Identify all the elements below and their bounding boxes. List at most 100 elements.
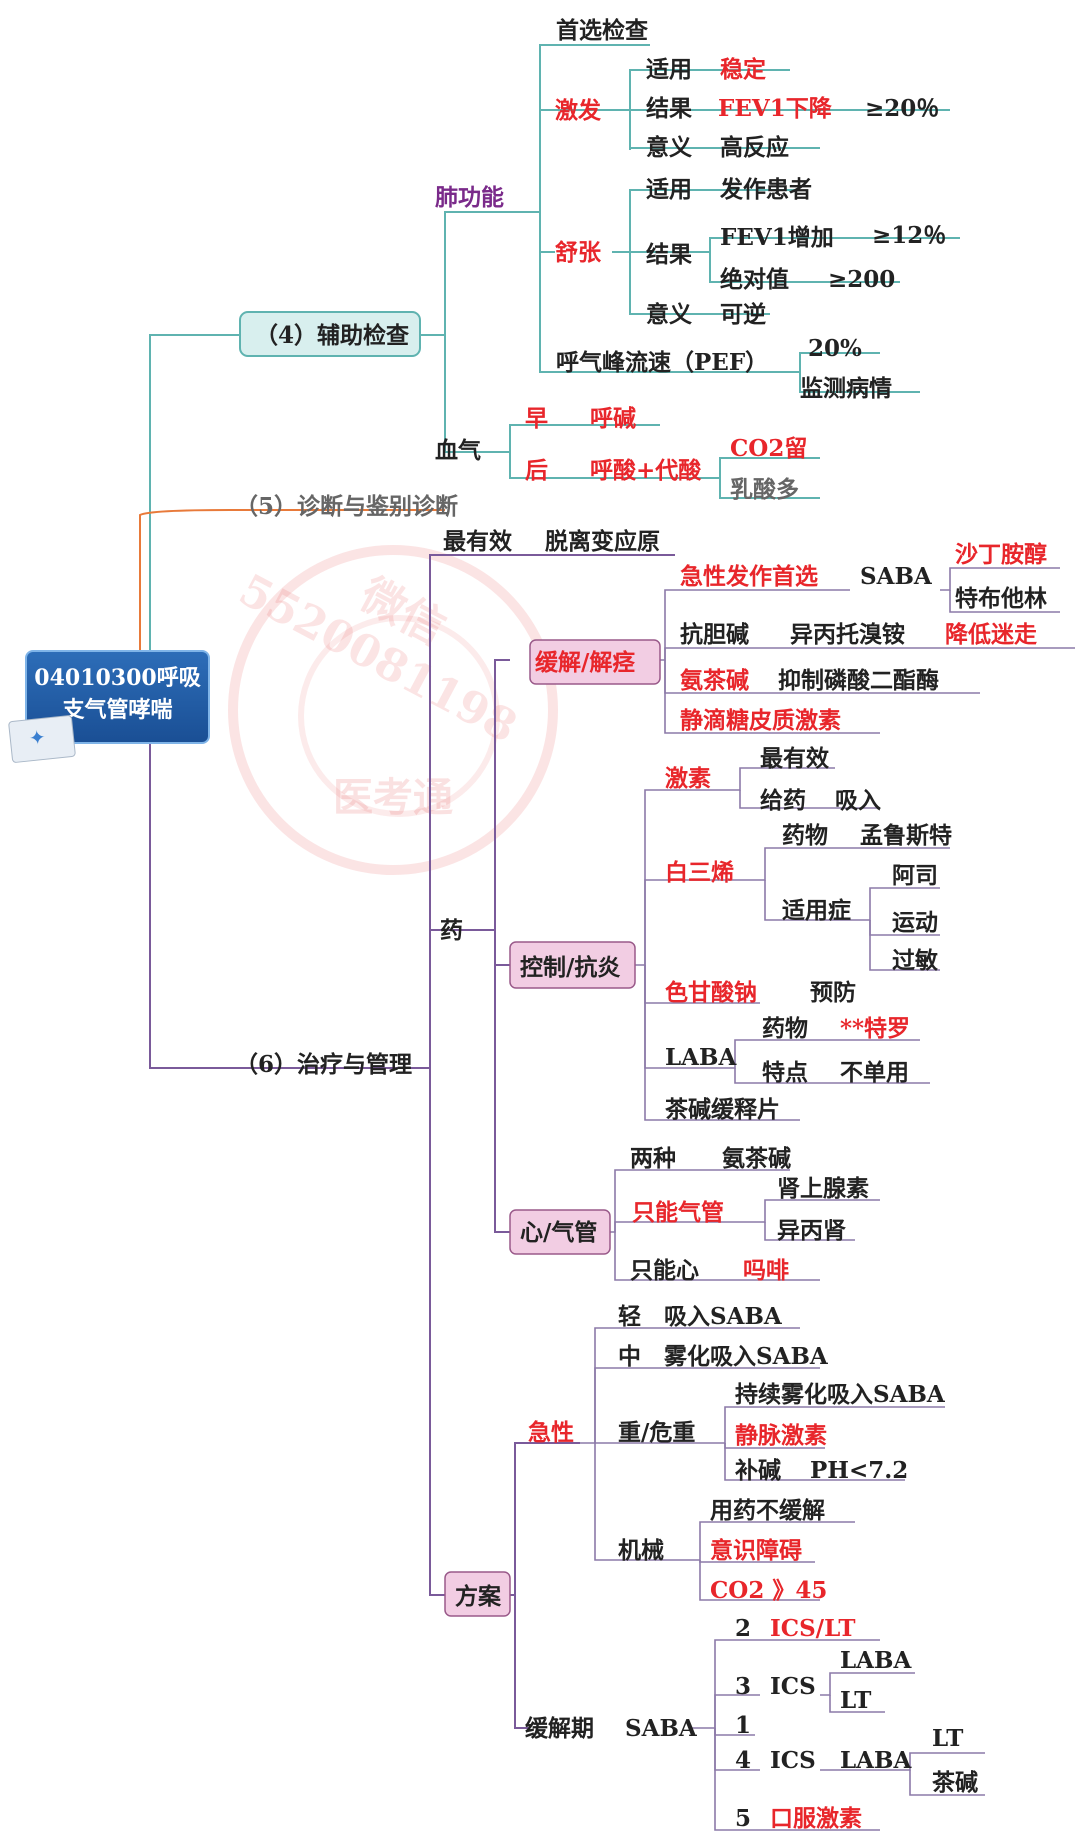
node-prov-res: 结果 [646,95,692,122]
node-mod: 中 [618,1343,641,1370]
node-acute: 急性 [528,1419,574,1446]
node-prov-res-v2: ≥20％ [865,95,939,122]
node-heart-only: 只能心 [630,1257,699,1284]
node-crom-v: 预防 [810,979,856,1006]
node-leuk-ind: 适用症 [782,897,851,924]
node-hormone-inh: 吸入 [835,787,881,814]
node-s3-laba: LABA [840,1647,912,1674]
node-best: 最有效 [443,528,512,555]
node-mech-v1: 用药不缓解 [710,1497,825,1524]
node-s4: 4 [735,1747,751,1774]
node-treat: （6）治疗与管理 [235,1051,412,1078]
node-theo-sr: 茶碱缓释片 [665,1096,780,1123]
node-laba-feat-v: 不单用 [840,1059,909,1086]
node-leuk: 白三烯 [665,859,734,886]
node-best-v: 脱离变应原 [545,528,660,555]
node-pef: 呼气峰流速（PEF） [556,349,768,376]
node-prov-sig: 意义 [646,134,692,161]
node-leuk-asp: 阿司 [892,862,938,889]
node-both: 两种 [630,1145,676,1172]
node-morph: 吗啡 [743,1257,789,1284]
node-sev-v2: 静脉激素 [735,1422,827,1449]
node-dil-fit-v: 发作患者 [719,176,812,203]
node-remis: 缓解期 [525,1715,594,1742]
node-both-v: 氨茶碱 [722,1145,791,1172]
node-prov-fit: 适用 [646,56,692,83]
node-pef-v2: 监测病情 [800,375,892,402]
node-heart: 心/气管 [520,1219,597,1246]
node-s4-laba: LABA [840,1747,912,1774]
node-s5-v: 口服激素 [770,1805,862,1832]
node-s2-v: ICS/LT [770,1615,856,1642]
node-bg-early-v: 呼碱 [590,405,636,432]
node-leuk-all: 过敏 [892,947,938,974]
node-salb: 沙丁胺醇 [955,541,1047,568]
node-bg-lac: 乳酸多 [730,476,799,503]
node-bg-co2: CO2留 [730,435,807,462]
node-remis-saba: SABA [625,1715,698,1742]
node-amino: 氨茶碱 [680,667,749,694]
node-bg-late: 后 [525,457,548,484]
node-bg: 血气 [435,437,481,464]
node-laba-feat: 特点 [762,1059,808,1086]
node-prov-res-v: FEV1下降 [718,95,833,122]
node-prov: 激发 [555,97,601,124]
node-laba: LABA [665,1044,737,1071]
document-icon: ✦ [8,715,76,763]
node-dil-res: 结果 [646,241,692,268]
node-mild-v: 吸入SABA [664,1303,783,1330]
node-first: 首选检查 [556,17,648,44]
node-bg-early: 早 [525,405,548,432]
node-dil-res-v: FEV1增加 [720,224,834,251]
node-hormone-give: 给药 [760,787,806,814]
node-leuk-drug: 药物 [782,822,828,849]
node-lung: 肺功能 [435,184,504,211]
node-acute-first: 急性发作首选 [680,563,818,590]
node-leuk-mont: 孟鲁斯特 [860,822,952,849]
node-ivcs: 静滴糖皮质激素 [680,707,841,734]
node-mech-v3: CO2 》45 [710,1577,827,1604]
node-sev-v1: 持续雾化吸入SABA [735,1381,946,1408]
node-relief: 缓解/解痉 [535,649,635,676]
node-leuk-ex: 运动 [892,909,938,936]
node-dil-abs: 绝对值 [720,266,789,293]
node-airway-only: 只能气管 [632,1199,724,1226]
node-laba-terol: **特罗 [840,1015,910,1042]
node-epi: 肾上腺素 [777,1175,869,1202]
node-mild: 轻 [618,1303,641,1330]
node-drug: 药 [440,917,463,944]
node-s5: 5 [735,1805,751,1832]
root-topic-line-1: 04010300呼吸 [27,662,208,694]
node-s1: 1 [735,1712,751,1739]
node-antichol: 抗胆碱 [680,621,749,648]
node-sev-v3: 补碱 [735,1457,781,1484]
node-dil: 舒张 [555,239,602,266]
node-s3: 3 [735,1673,751,1700]
node-sev: 重/危重 [618,1419,695,1446]
node-dil-sig: 意义 [646,301,692,328]
node-crom: 色甘酸钠 [665,979,757,1006]
node-plan: 方案 [455,1583,502,1610]
node-hormone: 激素 [665,765,711,792]
mind-map-labels: （4）辅助检查肺功能首选检查激发适用稳定结果FEV1下降≥20％意义高反应舒张适… [235,17,1047,1832]
node-aux: （4）辅助检查 [255,322,409,349]
node-pef-v1: 20% [808,335,862,362]
node-sev-v3b: PH<7.2 [810,1457,908,1484]
node-s3-ics: ICS [770,1673,816,1700]
node-s4-lt: LT [932,1725,963,1752]
node-terb: 特布他林 [955,585,1047,612]
node-hormone-best: 最有效 [760,745,829,772]
node-lower: 降低迷走 [945,621,1037,648]
node-dil-res-v2: ≥12％ [872,222,946,249]
node-ipra: 异丙托溴铵 [790,621,905,648]
node-mod-v: 雾化吸入SABA [664,1343,829,1370]
node-s2: 2 [735,1615,751,1642]
node-laba-drug: 药物 [762,1015,808,1042]
node-control: 控制/抗炎 [520,954,620,981]
node-dil-abs-v: ≥200 [828,266,895,293]
node-diag: （5）诊断与鉴别诊断 [235,493,458,520]
node-prov-sig-v: 高反应 [720,134,789,161]
node-mech-v2: 意识障碍 [710,1537,802,1564]
node-pde: 抑制磷酸二酯酶 [778,667,939,694]
